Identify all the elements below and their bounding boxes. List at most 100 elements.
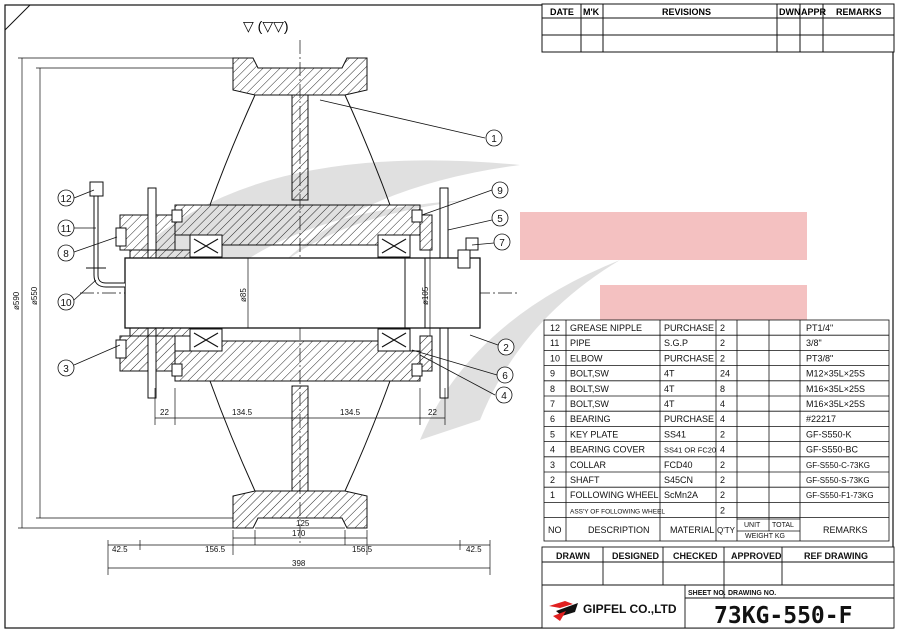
company-logo-icon bbox=[549, 601, 578, 621]
rev-col-appr: APPR bbox=[801, 7, 827, 17]
bom-cell-no: 6 bbox=[550, 414, 555, 424]
rev-col-revisions: REVISIONS bbox=[662, 7, 711, 17]
balloon-6: 6 bbox=[502, 371, 508, 382]
bom-cell-no: 4 bbox=[550, 445, 555, 455]
grease-nipple bbox=[89, 181, 104, 197]
bom-cell-desc: BOLT,SW bbox=[570, 399, 609, 409]
dim-42-5-right: 42.5 bbox=[466, 545, 482, 554]
tb-ref-drawing: REF DRAWING bbox=[804, 551, 868, 561]
bill-of-materials bbox=[543, 319, 890, 542]
tb-designed: DESIGNED bbox=[612, 551, 660, 561]
bom-cell-mat: 4T bbox=[664, 369, 675, 379]
bom-cell-desc: PIPE bbox=[570, 338, 591, 348]
bom-cell-rem: M16×35L×25S bbox=[806, 399, 865, 409]
balloon-11: 11 bbox=[61, 224, 72, 235]
bom-cell-no: 10 bbox=[550, 353, 560, 363]
bom-cell-desc: KEY PLATE bbox=[570, 429, 618, 439]
bom-cell-mat: PURCHASE bbox=[664, 323, 714, 333]
bom-cell-no: 12 bbox=[550, 323, 560, 333]
balloon-1: 1 bbox=[491, 134, 497, 145]
bom-cell-no: 9 bbox=[550, 369, 555, 379]
dim-170: 170 bbox=[292, 529, 306, 538]
bom-cell-desc: BOLT,SW bbox=[570, 384, 609, 394]
bom-col-weight: WEIGHT KG bbox=[745, 533, 785, 540]
bom-cell-mat: ScMn2A bbox=[664, 490, 698, 500]
rev-col-mark: M'K bbox=[583, 7, 600, 17]
bom-cell-rem: GF-S550-F1-73KG bbox=[806, 491, 874, 500]
dim-134-5-left: 134.5 bbox=[232, 408, 253, 417]
wheel-rim-top bbox=[232, 57, 368, 96]
bom-cell-rem: GF-S550-S-73KG bbox=[806, 476, 870, 485]
title-block-labels: DRAWN DESIGNED CHECKED APPROVED REF DRAW… bbox=[556, 551, 868, 597]
bom-cell-qty: 2 bbox=[720, 460, 725, 470]
bom-cell-rem: #22217 bbox=[806, 414, 836, 424]
wheel-rim-bottom bbox=[232, 490, 368, 529]
bom-cell-mat: 4T bbox=[664, 399, 675, 409]
bearing-icon bbox=[189, 234, 411, 352]
bom-cell-no: 1 bbox=[550, 490, 555, 500]
bom-cell-qty: 2 bbox=[720, 429, 725, 439]
balloon-12: 12 bbox=[60, 194, 72, 205]
wheel-web-top bbox=[291, 94, 309, 201]
bom-cell-qty: 8 bbox=[720, 384, 725, 394]
dimension-lines bbox=[18, 57, 491, 575]
bom-cell-mat: PURCHASE bbox=[664, 353, 714, 363]
web-outline bbox=[209, 94, 256, 206]
bom-cell-qty: 2 bbox=[720, 490, 725, 500]
bom-cell-mat: FCD40 bbox=[664, 460, 693, 470]
bom-cell-mat: PURCHASE bbox=[664, 414, 714, 424]
bom-cell-rem: M16×35L×25S bbox=[806, 384, 865, 394]
key-plate bbox=[457, 249, 471, 269]
dim-398: 398 bbox=[292, 559, 306, 568]
dim-22-left: 22 bbox=[160, 408, 169, 417]
bom-cell-mat: 4T bbox=[664, 384, 675, 394]
grease-pipe-inner bbox=[94, 195, 125, 287]
rev-col-dwn: DWN bbox=[779, 7, 801, 17]
balloon-7: 7 bbox=[499, 238, 505, 249]
sheet-border bbox=[4, 4, 894, 629]
dimension-labels: ø590 ø550 ø85 ø105 22 134.5 134.5 22 125… bbox=[12, 286, 482, 568]
bom-cell-no: 7 bbox=[550, 399, 555, 409]
bom-col-unit: UNIT bbox=[744, 522, 761, 529]
bom-col-total: TOTAL bbox=[772, 522, 794, 529]
surface-finish-symbol: ▽ (▽▽) bbox=[243, 18, 289, 34]
collar-top bbox=[129, 249, 191, 259]
bom-cell-qty: 4 bbox=[720, 399, 725, 409]
bom-cell-no: 2 bbox=[550, 475, 555, 485]
rev-col-remarks: REMARKS bbox=[836, 7, 882, 17]
bom-cell-qty: 4 bbox=[720, 414, 725, 424]
bom-cell-mat: SS41 bbox=[664, 429, 686, 439]
bom-cell-desc: ELBOW bbox=[570, 353, 603, 363]
tb-drawn: DRAWN bbox=[556, 551, 590, 561]
dim-156-5-right: 156.5 bbox=[352, 545, 373, 554]
bom-cell-desc: BEARING COVER bbox=[570, 445, 646, 455]
bom-cell-rem: GF-S550-BC bbox=[806, 445, 859, 455]
bom-cell-no: 8 bbox=[550, 384, 555, 394]
balloon-5: 5 bbox=[497, 214, 503, 225]
bom-cell-qty: 2 bbox=[720, 353, 725, 363]
drawing-number: 73KG-550-F bbox=[714, 603, 852, 629]
bom-cell-rem: 3/8" bbox=[806, 338, 822, 348]
bom-cell-mat: S45CN bbox=[664, 475, 693, 485]
bom-cell-rem: PT1/4" bbox=[806, 323, 833, 333]
bom-cell-mat: S.G.P bbox=[664, 338, 688, 348]
bom-cell-desc: BEARING bbox=[570, 414, 611, 424]
bom-cell-desc: SHAFT bbox=[570, 475, 600, 485]
bom-cell-qty: 24 bbox=[720, 369, 730, 379]
dim-156-5-left: 156.5 bbox=[205, 545, 226, 554]
balloon-8: 8 bbox=[63, 249, 69, 260]
tb-approved: APPROVED bbox=[731, 551, 782, 561]
bom-cell-qty: 2 bbox=[720, 505, 725, 515]
title-block bbox=[541, 546, 895, 629]
bom-cell-qty: 4 bbox=[720, 445, 725, 455]
bom-cell-mat: SS41 OR FC20 bbox=[664, 446, 716, 455]
bearing-cover-right-top bbox=[419, 214, 433, 251]
tb-checked: CHECKED bbox=[673, 551, 718, 561]
bom-cell-desc: GREASE NIPPLE bbox=[570, 323, 642, 333]
bom-cell-no: 3 bbox=[550, 460, 555, 470]
bom-cell-desc: COLLAR bbox=[570, 460, 607, 470]
revisions-table: DATE M'K REVISIONS DWN APPR REMARKS bbox=[541, 3, 895, 53]
dim-590: ø590 bbox=[12, 291, 21, 310]
bom-col-material: MATERIAL bbox=[670, 525, 714, 535]
